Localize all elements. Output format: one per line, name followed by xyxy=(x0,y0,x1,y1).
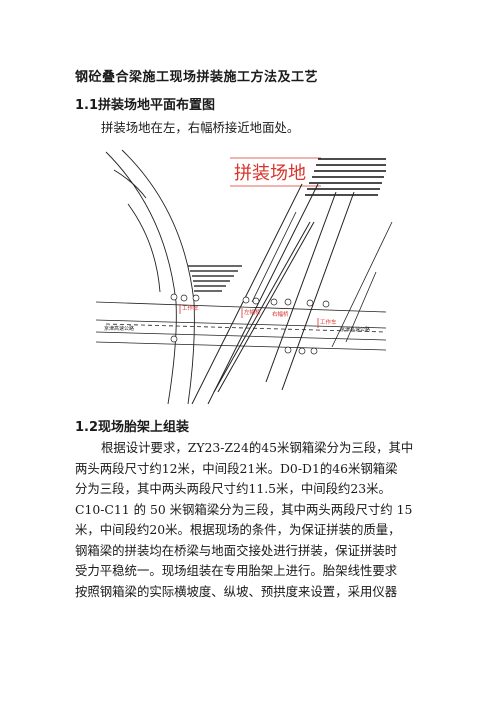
highway xyxy=(96,301,387,351)
site-label: 拼装场地 xyxy=(234,163,306,184)
body-line: 受力平稳统一。现场组装在专用胎架上进行。胎架线性要求 xyxy=(75,563,398,578)
section-text-1: 拼装场地在左，右幅桥接近地面处。 xyxy=(101,120,300,135)
marker-3: 右幅桥 xyxy=(272,310,289,318)
body-line: 分为三段，其中两头两段尺寸约11.5米，中间段约23米。 xyxy=(75,481,391,496)
road-label-right: 京津高速公路 xyxy=(340,326,370,333)
body-line: C10-C11 的 50 米钢箱梁分为三段，其中两头两段尺寸约 15 xyxy=(75,501,413,517)
hatched-yard-left xyxy=(188,265,242,292)
curved-ramp xyxy=(105,149,195,404)
marker-4: 工作车 xyxy=(320,318,337,326)
marker-2: 左幅桥 xyxy=(244,308,261,316)
body-line: 米，中间段约20米。根据现场的条件，为保证拼装的质量， xyxy=(75,522,401,537)
main-bridge xyxy=(191,183,355,404)
site-plan-figure: 拼装场地 xyxy=(96,149,393,404)
body-line: 按照钢箱梁的实际横坡度、纵坡、预拱度来设置，采用仪器 xyxy=(75,583,398,599)
body-line: 两头两段尺寸约12米，中间段21米。D0-D1的46米钢箱梁 xyxy=(75,460,398,476)
body-line: 根据设计要求，ZY23-Z24的45米钢箱梁分为三段，其中 xyxy=(101,440,414,455)
marker-1: 工作车 xyxy=(182,304,199,312)
document-title: 钢砼叠合梁施工现场拼装施工方法及工艺 xyxy=(75,70,319,85)
road-label-left: 京津高速公路 xyxy=(104,325,134,332)
pier-markers xyxy=(170,293,330,355)
right-roads xyxy=(251,211,393,348)
body-line: 钢箱梁的拼装均在桥梁与地面交接处进行拼装，保证拼装时 xyxy=(75,542,398,558)
section-body-2: 根据设计要求，ZY23-Z24的45米钢箱梁分为三段，其中 两头两段尺寸约12米… xyxy=(75,438,435,602)
hatched-yard-top xyxy=(305,158,386,196)
section-heading-2: 1.2现场胎架上组装 xyxy=(75,420,190,435)
section-heading-1: 1.1拼装场地平面布置图 xyxy=(75,98,216,113)
